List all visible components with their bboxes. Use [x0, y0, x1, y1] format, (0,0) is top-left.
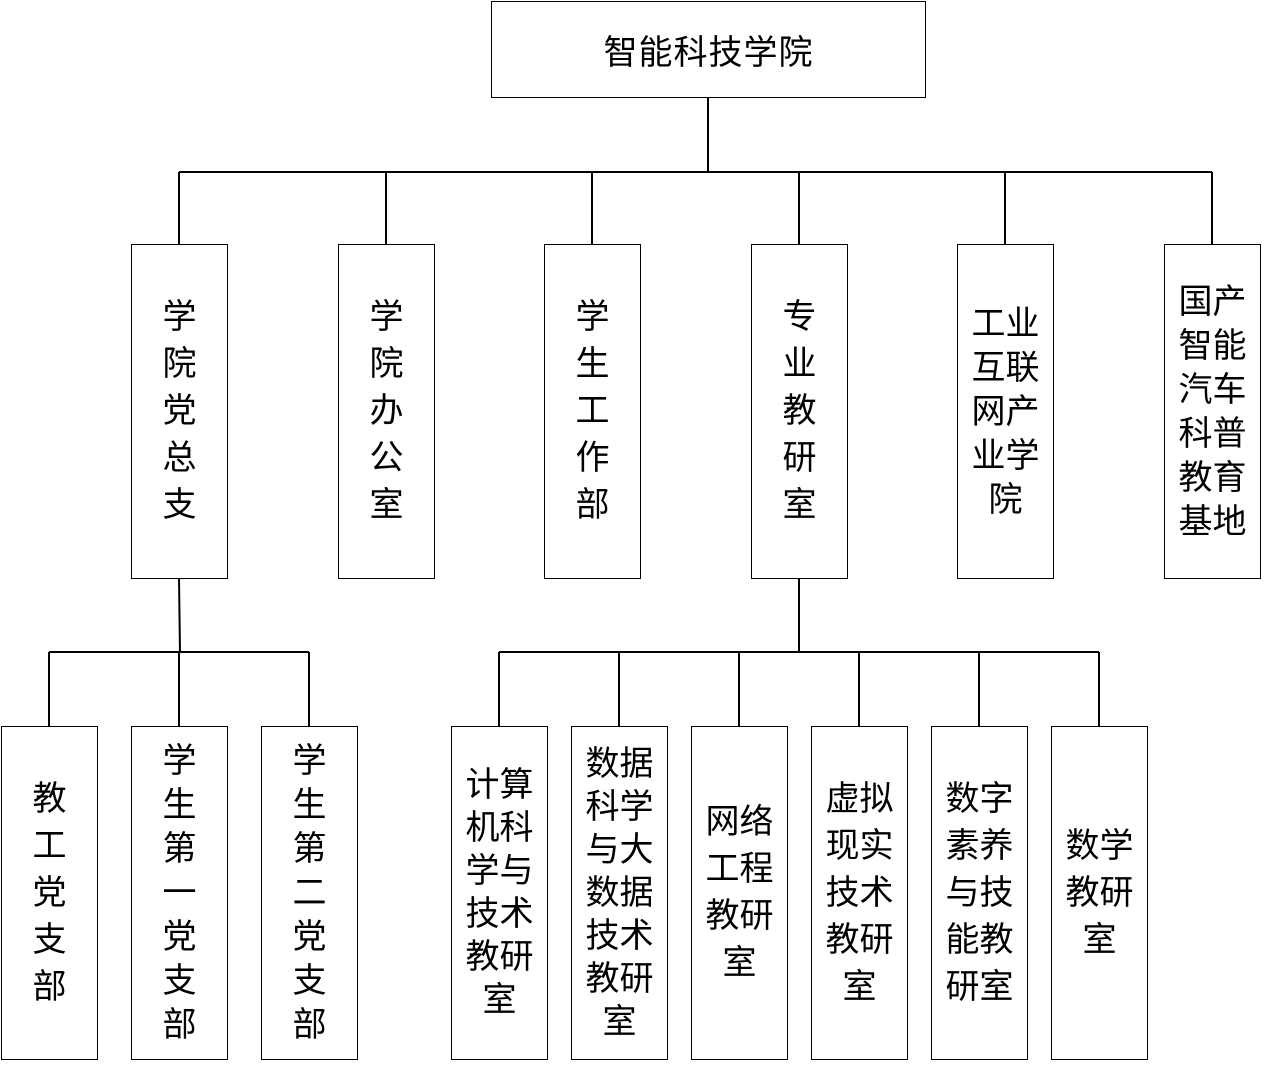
node-label: 数字 素养 与技 能教 研室 [945, 778, 1014, 1007]
node-industrial-internet-college: 工业 互联 网产 业学 院 [957, 244, 1054, 579]
node-vr-office: 虚拟 现实 技术 教研 室 [811, 726, 908, 1060]
node-student-party-branch-2: 学 生 第 二 党 支 部 [261, 726, 358, 1060]
node-party-general-branch: 学 院 党 总 支 [131, 244, 228, 579]
node-label: 国产 智能 汽车 科普 教育 基地 [1178, 281, 1247, 542]
node-label: 教 工 党 支 部 [32, 778, 67, 1007]
node-label: 网络 工程 教研 室 [705, 802, 774, 983]
node-label: 专 业 教 研 室 [782, 297, 817, 525]
node-label: 学 院 党 总 支 [162, 297, 197, 525]
node-label: 学 生 第 一 党 支 部 [162, 741, 197, 1045]
node-label: 数学 教研 室 [1065, 825, 1134, 960]
node-auto-science-base: 国产 智能 汽车 科普 教育 基地 [1164, 244, 1261, 579]
node-label: 虚拟 现实 技术 教研 室 [825, 778, 894, 1007]
node-college-office: 学 院 办 公 室 [338, 244, 435, 579]
node-teaching-offices: 专 业 教 研 室 [751, 244, 848, 579]
node-label: 工业 互联 网产 业学 院 [971, 303, 1040, 520]
node-label: 数据 科学 与大 数据 技术 教研 室 [585, 743, 654, 1042]
node-student-party-branch-1: 学 生 第 一 党 支 部 [131, 726, 228, 1060]
node-bigdata-office: 数据 科学 与大 数据 技术 教研 室 [571, 726, 668, 1060]
node-math-office: 数学 教研 室 [1051, 726, 1148, 1060]
node-digital-literacy-office: 数字 素养 与技 能教 研室 [931, 726, 1028, 1060]
root-node: 智能科技学院 [491, 1, 926, 98]
root-label: 智能科技学院 [603, 33, 814, 73]
party-trunk-line [178, 577, 181, 653]
node-cs-office: 计算 机科 学与 技术 教研 室 [451, 726, 548, 1060]
node-label: 计算 机科 学与 技术 教研 室 [465, 765, 534, 1020]
node-student-affairs: 学 生 工 作 部 [544, 244, 641, 579]
node-label: 学 生 工 作 部 [575, 297, 610, 525]
node-staff-party-branch: 教 工 党 支 部 [1, 726, 98, 1060]
node-label: 学 生 第 二 党 支 部 [292, 741, 327, 1045]
node-label: 学 院 办 公 室 [369, 297, 404, 525]
node-network-office: 网络 工程 教研 室 [691, 726, 788, 1060]
